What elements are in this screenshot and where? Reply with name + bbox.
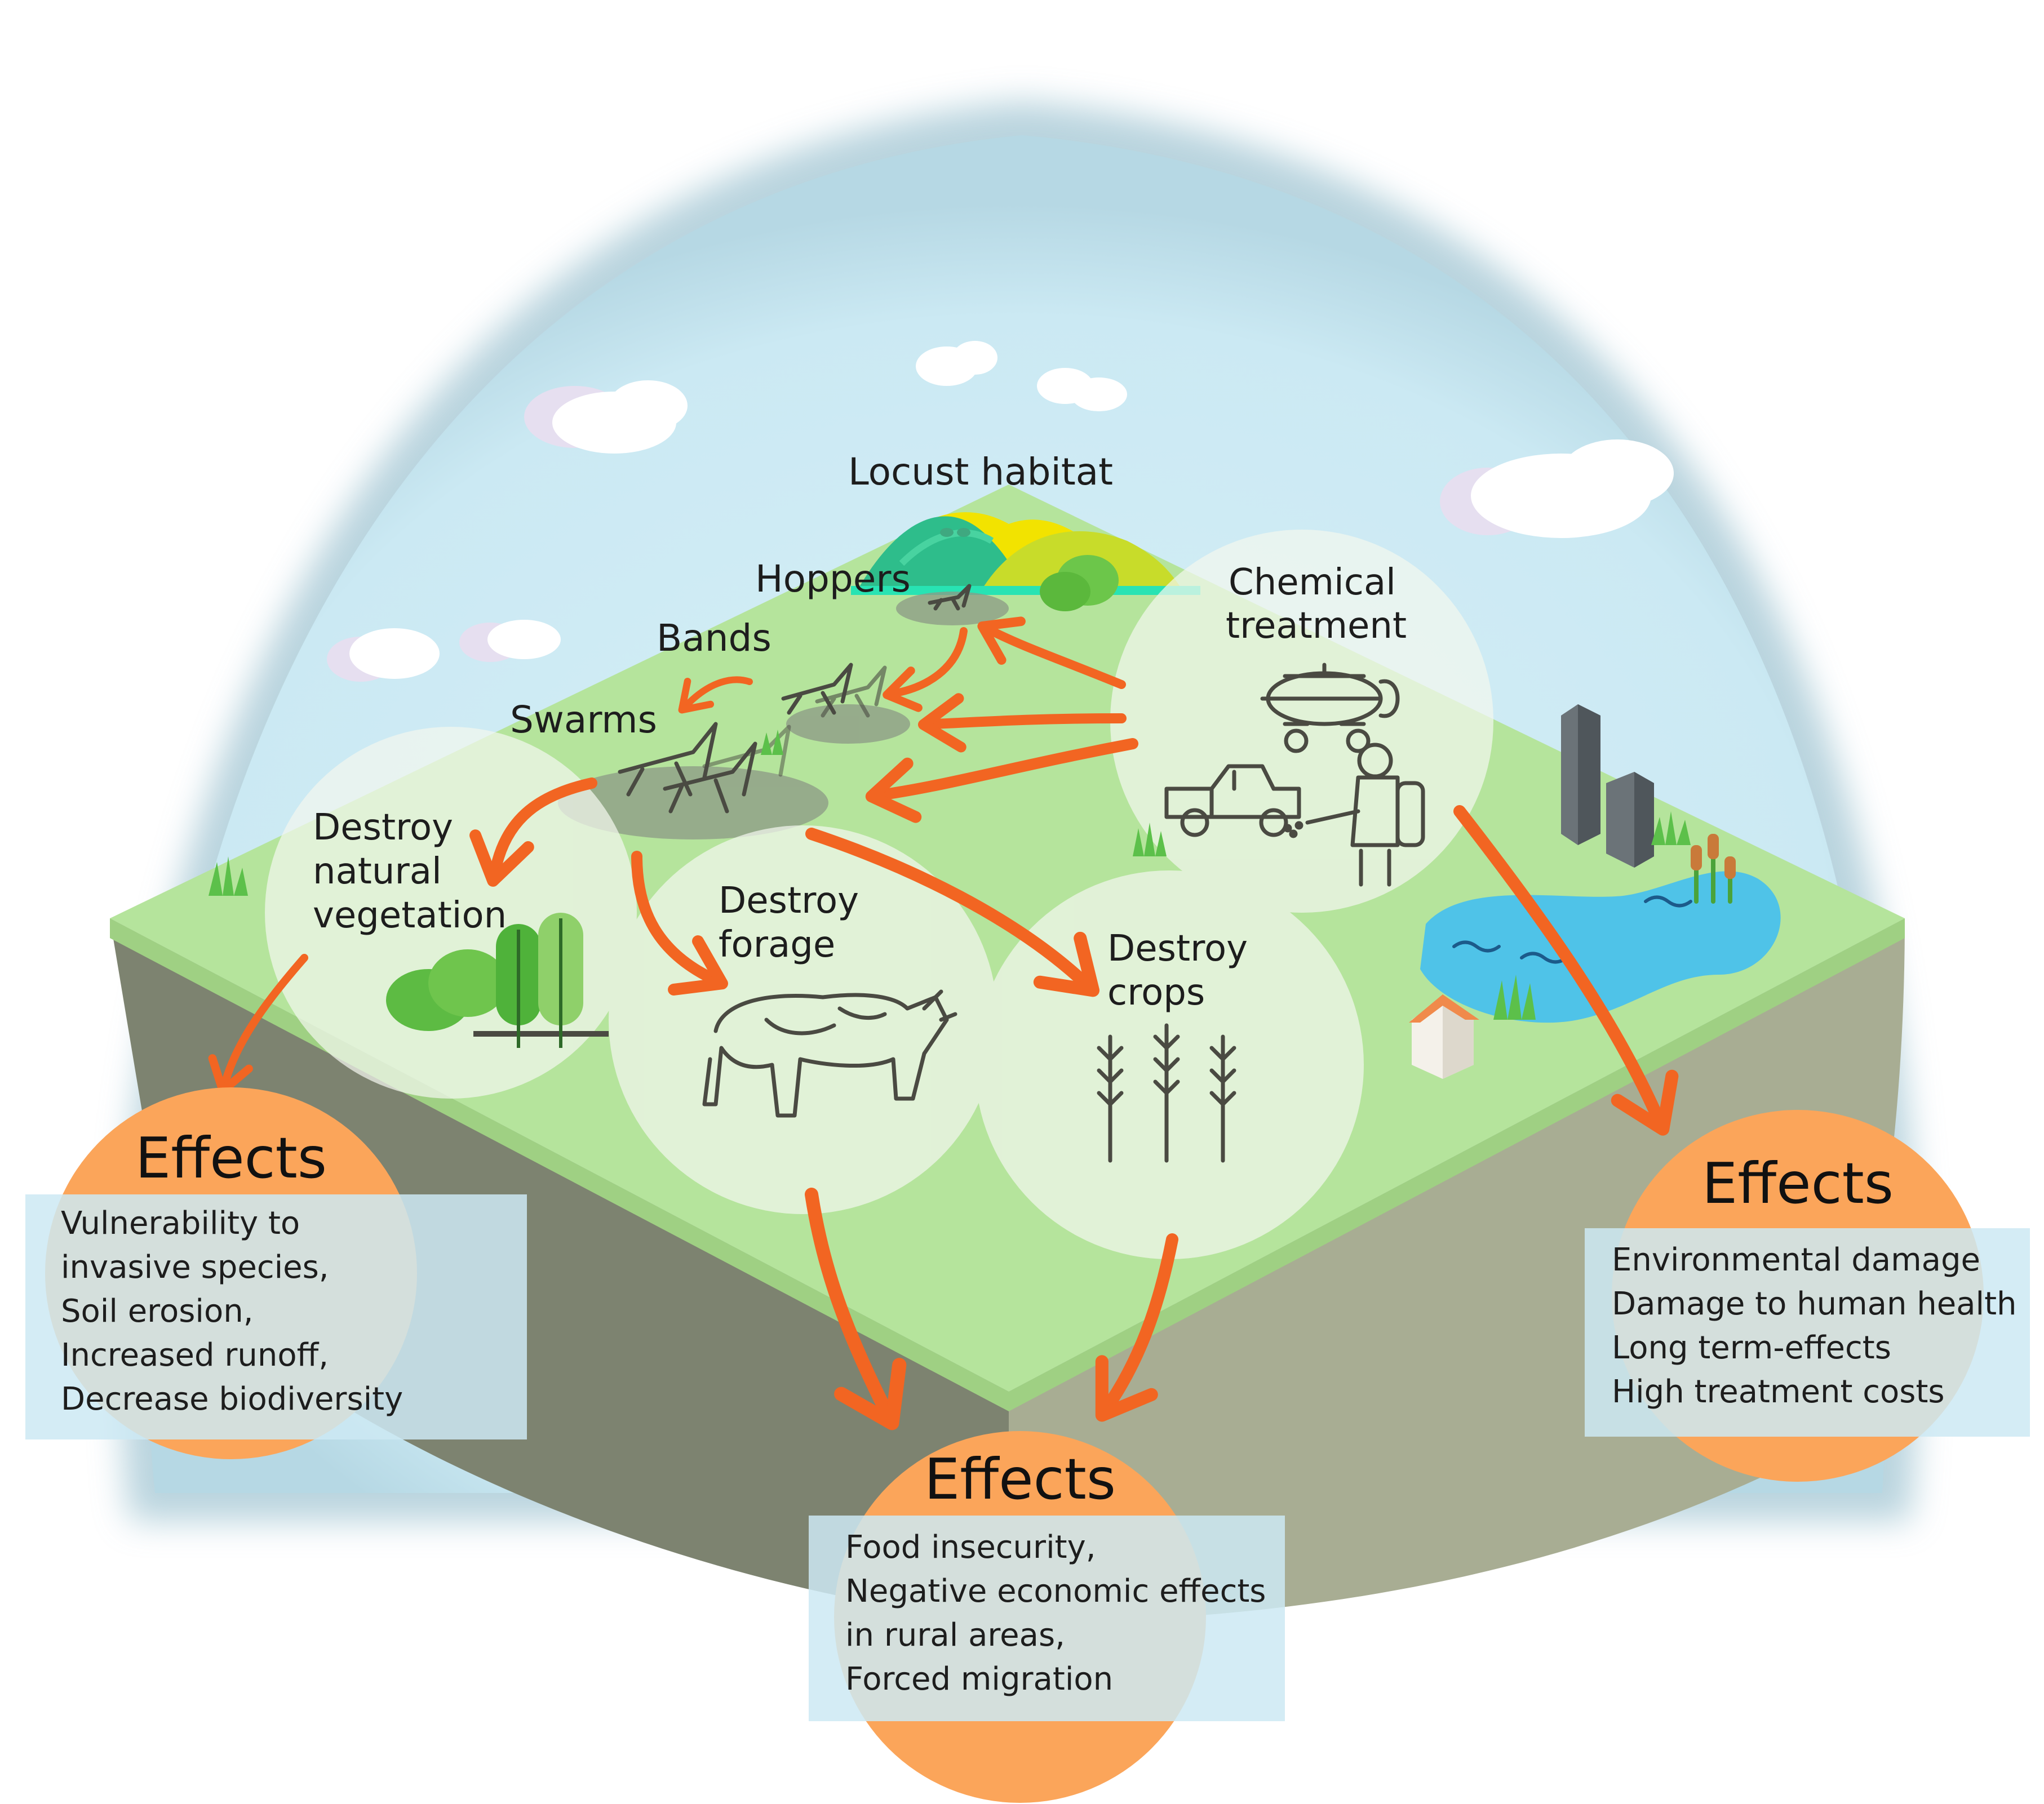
- effects-left-item: invasive species,: [61, 1249, 329, 1286]
- destroy-crops-line2: crops: [1107, 972, 1205, 1014]
- chemical-treatment-label: Chemical: [1229, 562, 1396, 603]
- destroy-crops-line1: Destroy: [1107, 928, 1248, 970]
- house-icon: [1409, 994, 1479, 1079]
- habitat-label: Locust habitat: [848, 450, 1113, 494]
- hill-icon: [851, 512, 1200, 611]
- effects-right-title: Effects: [1702, 1150, 1894, 1216]
- cattail-icon: [1691, 834, 1736, 904]
- effects-left: Effects Vulnerability to invasive specie…: [25, 1087, 527, 1459]
- tree-icon: [386, 913, 609, 1048]
- effects-left-item: Increased runoff,: [61, 1337, 329, 1374]
- destroy-vegetation-line3: vegetation: [313, 895, 507, 936]
- grass-icon: [209, 730, 1691, 1020]
- stage-shadows: [558, 592, 1009, 839]
- effects-center-item: Food insecurity,: [845, 1529, 1096, 1566]
- swarms-label: Swarms: [510, 698, 657, 741]
- effects-center-item: in rural areas,: [845, 1617, 1065, 1654]
- effects-center: Effects Food insecurity, Negative econom…: [809, 1431, 1285, 1803]
- chemical-treatment-line1: Chemical: [1229, 562, 1396, 603]
- effects-right-item: Environmental damage: [1612, 1242, 1980, 1278]
- effects-right-item: High treatment costs: [1612, 1374, 1945, 1410]
- effects-left-item: Vulnerability to: [61, 1205, 300, 1242]
- effects-center-box: [809, 1516, 1285, 1721]
- effects-center-title: Effects: [924, 1446, 1116, 1512]
- locust-icon: [618, 584, 972, 814]
- destroy-vegetation-line2: natural: [313, 851, 442, 892]
- effects-left-item: Soil erosion,: [61, 1293, 254, 1330]
- cliff: [110, 918, 1905, 1623]
- effects-right: Effects Environmental damage Damage to h…: [1585, 1110, 2030, 1482]
- destroy-forage-line2: forage: [719, 924, 835, 966]
- effects-left-box: [25, 1194, 527, 1439]
- effects-center-item: Negative economic effects: [845, 1573, 1266, 1610]
- bands-label: Bands: [657, 616, 772, 660]
- hoppers-label: Hoppers: [755, 557, 911, 601]
- sprayer-person-icon: [1283, 743, 1425, 887]
- airplane-icon: [1260, 663, 1400, 753]
- truck-icon: [1164, 764, 1301, 837]
- effects-left-item: Decrease biodiversity: [61, 1381, 403, 1418]
- pond-icon: [1420, 871, 1781, 1023]
- chemical-treatment-label-2: treatment: [1226, 605, 1407, 647]
- cloud-icon: [327, 341, 1674, 682]
- effects-center-item: Forced migration: [845, 1661, 1113, 1698]
- effects-right-item: Damage to human health: [1612, 1286, 2017, 1322]
- chemical-treatment-line2: treatment: [1226, 605, 1407, 647]
- effects-right-item: Long term-effects: [1612, 1330, 1891, 1366]
- effects-left-title: Effects: [135, 1125, 327, 1191]
- building-icon: [1561, 704, 1654, 868]
- wheat-icon: [1097, 1023, 1236, 1163]
- effects-right-box: [1585, 1228, 2030, 1437]
- destroy-vegetation-line1: Destroy: [313, 807, 453, 848]
- forage-circle: [609, 825, 997, 1214]
- destroy-forage-line1: Destroy: [719, 880, 859, 922]
- cow-icon: [702, 989, 957, 1118]
- flow-arrows: [208, 616, 1679, 1430]
